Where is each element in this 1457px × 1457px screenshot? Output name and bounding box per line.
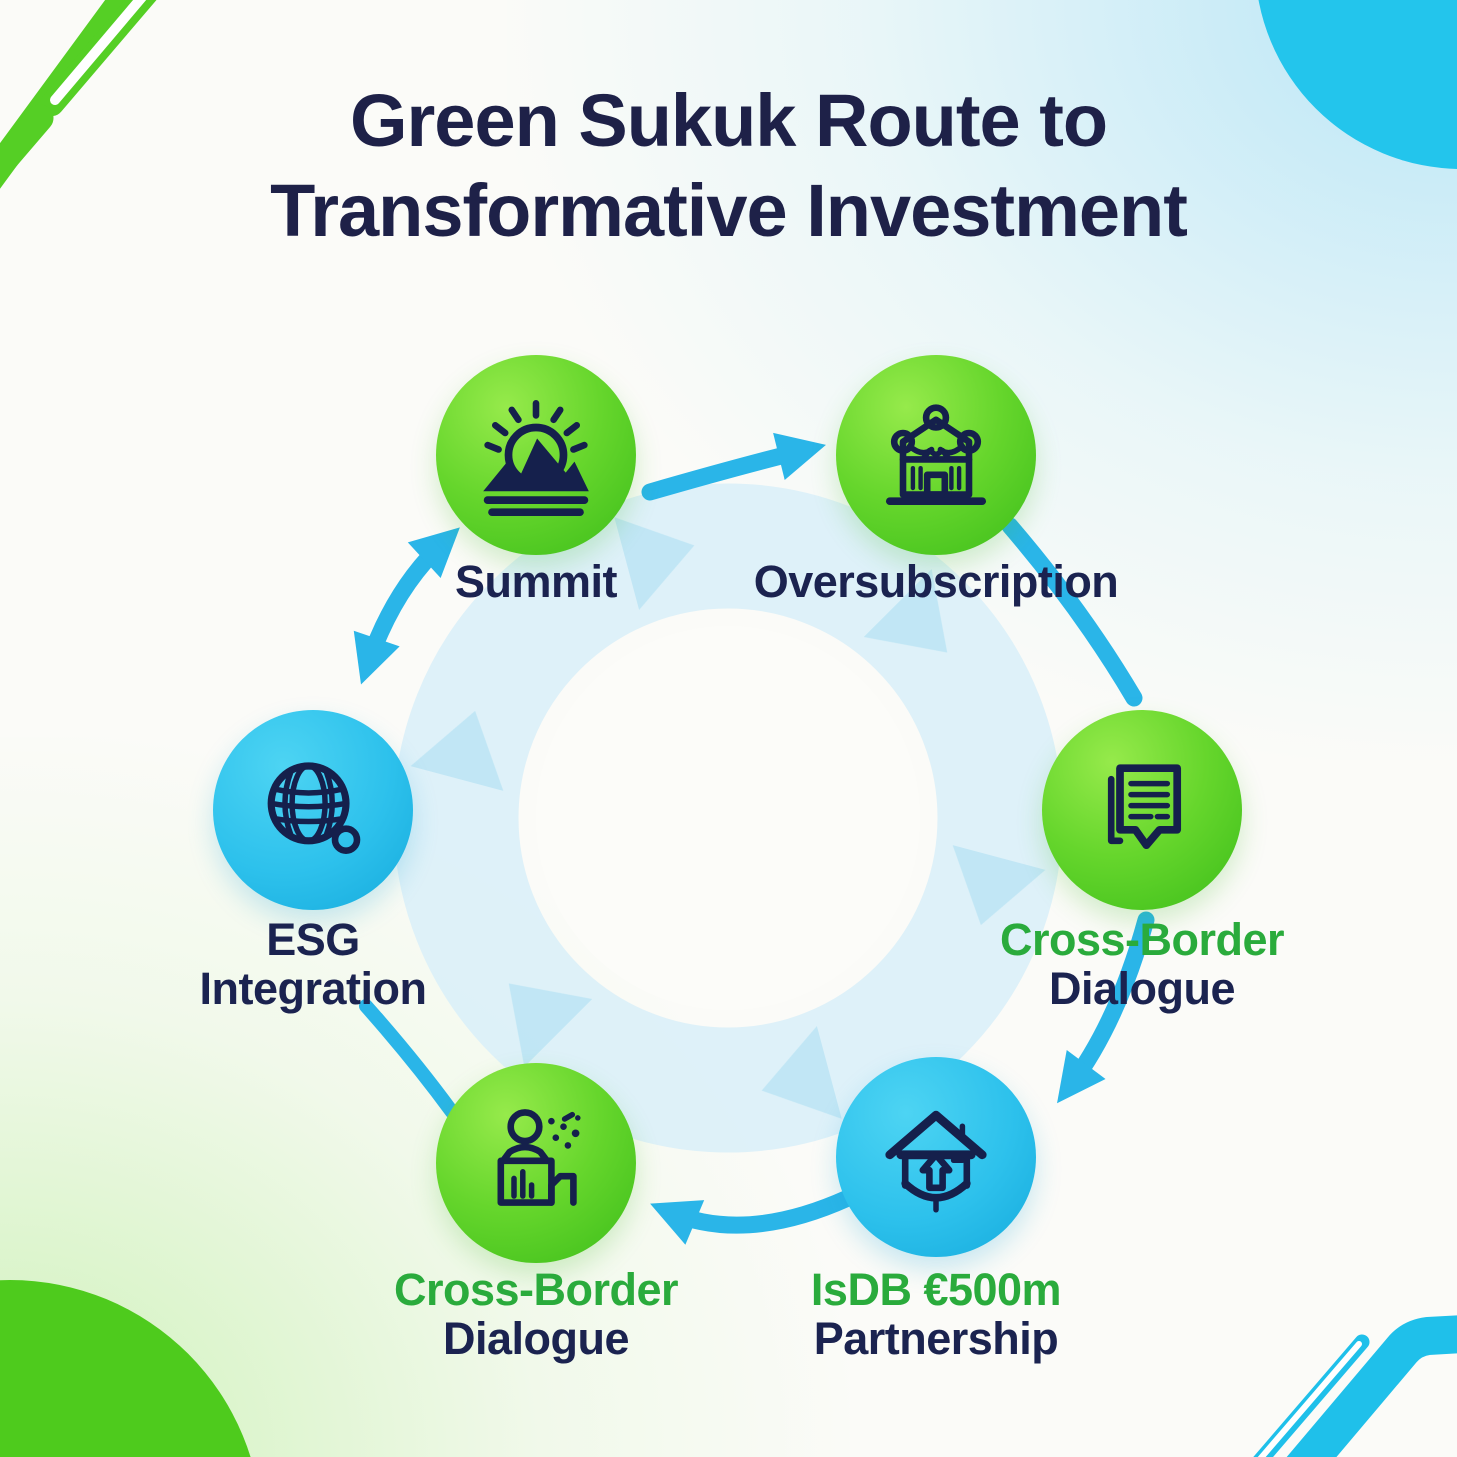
node-circle-summit [436, 355, 636, 555]
house-growth-shield-icon [885, 1110, 987, 1213]
label-cross-border-bottom-line1: Cross-Border [393, 1264, 679, 1315]
label-esg: ESG Integration [53, 916, 573, 1014]
label-isdb: IsDB €500m Partnership [676, 1266, 1196, 1364]
page-title-line1: Green Sukuk Route to [349, 79, 1108, 162]
institution-network-icon [885, 404, 987, 506]
mountain-sunrise-icon [483, 400, 589, 517]
arrow-oversubscription-to-cross-border [1001, 517, 1143, 707]
arrow-summit-to-oversubscription [641, 432, 826, 501]
label-cross-border-bottom-line2: Dialogue [442, 1312, 630, 1364]
label-esg-line1: ESG [266, 914, 360, 965]
label-oversubscription: Oversubscription [676, 558, 1196, 607]
label-cross-border-right-line2: Dialogue [1048, 962, 1236, 1014]
arrow-isdb-to-cross-border-bottom [650, 1189, 857, 1245]
node-circle-cross-border-right [1042, 710, 1242, 910]
label-cross-border-right-line1: Cross-Border [999, 914, 1285, 965]
bottom-right-cyan-stripe-decoration [1253, 1315, 1457, 1457]
label-summit-line1: Summit [454, 556, 618, 607]
globe-search-icon [267, 762, 361, 854]
node-circle-cross-border-bottom [436, 1063, 636, 1263]
node-circle-esg [213, 710, 413, 910]
connector-esg-to-cross-border-bottom [359, 999, 459, 1119]
node-circle-oversubscription [836, 355, 1036, 555]
page-title-line2: Transformative Investment [270, 169, 1188, 253]
label-isdb-line1: IsDB €500m [810, 1264, 1062, 1315]
label-esg-line2: Integration [199, 962, 428, 1014]
page-title: Green Sukuk Route to Transformative Inve… [0, 76, 1457, 257]
label-cross-border-right: Cross-Border Dialogue [882, 916, 1402, 1014]
label-summit: Summit [276, 558, 796, 607]
label-oversubscription-line1: Oversubscription [753, 556, 1119, 607]
label-cross-border-bottom: Cross-Border Dialogue [276, 1266, 796, 1364]
speaker-podium-icon [497, 1109, 581, 1206]
bottom-left-green-circle [0, 1280, 251, 1457]
label-isdb-line2: Partnership [813, 1312, 1059, 1364]
node-circle-isdb [836, 1057, 1036, 1257]
document-dialogue-icon [1107, 764, 1182, 850]
